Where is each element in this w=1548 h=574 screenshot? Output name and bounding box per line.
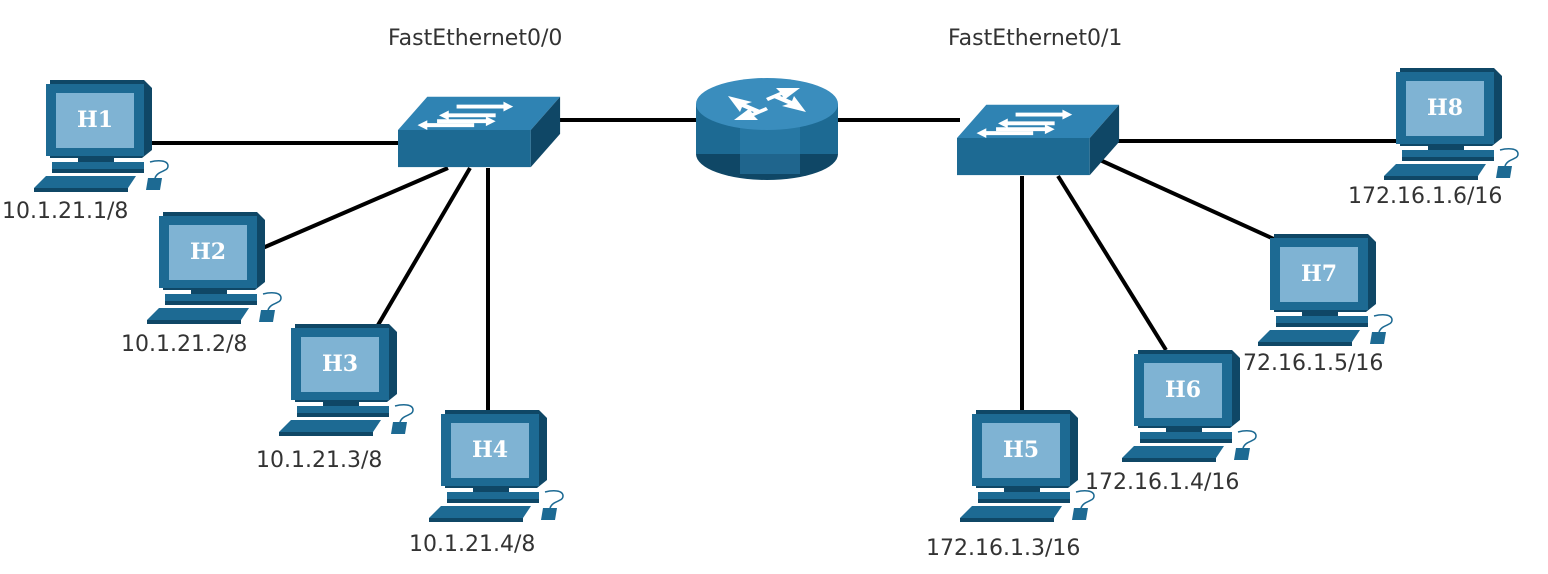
host-address-h8: 172.16.1.6/16 bbox=[1348, 184, 1503, 209]
link-h7-switch bbox=[1099, 158, 1277, 242]
host-address-h1: 10.1.21.1/8 bbox=[2, 199, 129, 224]
host-address-h6: 172.16.1.4/16 bbox=[1085, 470, 1240, 495]
host-name-label: H5 bbox=[1003, 437, 1039, 463]
pc-icon: H6 bbox=[1121, 349, 1257, 463]
links bbox=[148, 118, 1400, 410]
host-address-h5: 172.16.1.3/16 bbox=[926, 536, 1081, 561]
router-icon bbox=[696, 78, 838, 180]
host-address-h2: 10.1.21.2/8 bbox=[121, 332, 248, 357]
interface-label-fastethernet0-0: FastEthernet0/0 bbox=[388, 26, 563, 51]
host-address-h7: 72.16.1.5/16 bbox=[1243, 351, 1384, 376]
host-name-label: H6 bbox=[1165, 377, 1201, 403]
link-h3-switch bbox=[376, 166, 472, 327]
link-h2-switch bbox=[257, 166, 449, 252]
interface-label-fastethernet0-1: FastEthernet0/1 bbox=[948, 26, 1123, 51]
switch-left-icon bbox=[398, 96, 561, 168]
pc-icon: H7 bbox=[1257, 233, 1393, 347]
host-name-label: H3 bbox=[322, 351, 358, 377]
pc-icon: H3 bbox=[278, 323, 414, 437]
link-h6-switch bbox=[1056, 174, 1168, 352]
host-name-label: H1 bbox=[77, 107, 113, 133]
pc-icon: H1 bbox=[33, 79, 169, 193]
host-name-label: H4 bbox=[472, 437, 508, 463]
host-name-label: H2 bbox=[190, 239, 226, 265]
pc-icon: H8 bbox=[1383, 67, 1519, 181]
host-address-h3: 10.1.21.3/8 bbox=[256, 448, 383, 473]
pc-icon: H2 bbox=[146, 211, 282, 325]
pc-icon: H5 bbox=[959, 409, 1095, 523]
host-address-h4: 10.1.21.4/8 bbox=[409, 532, 536, 557]
switch-right-icon bbox=[957, 104, 1120, 176]
host-name-label: H8 bbox=[1427, 95, 1463, 121]
host-name-label: H7 bbox=[1301, 261, 1337, 287]
pc-icon: H4 bbox=[428, 409, 564, 523]
